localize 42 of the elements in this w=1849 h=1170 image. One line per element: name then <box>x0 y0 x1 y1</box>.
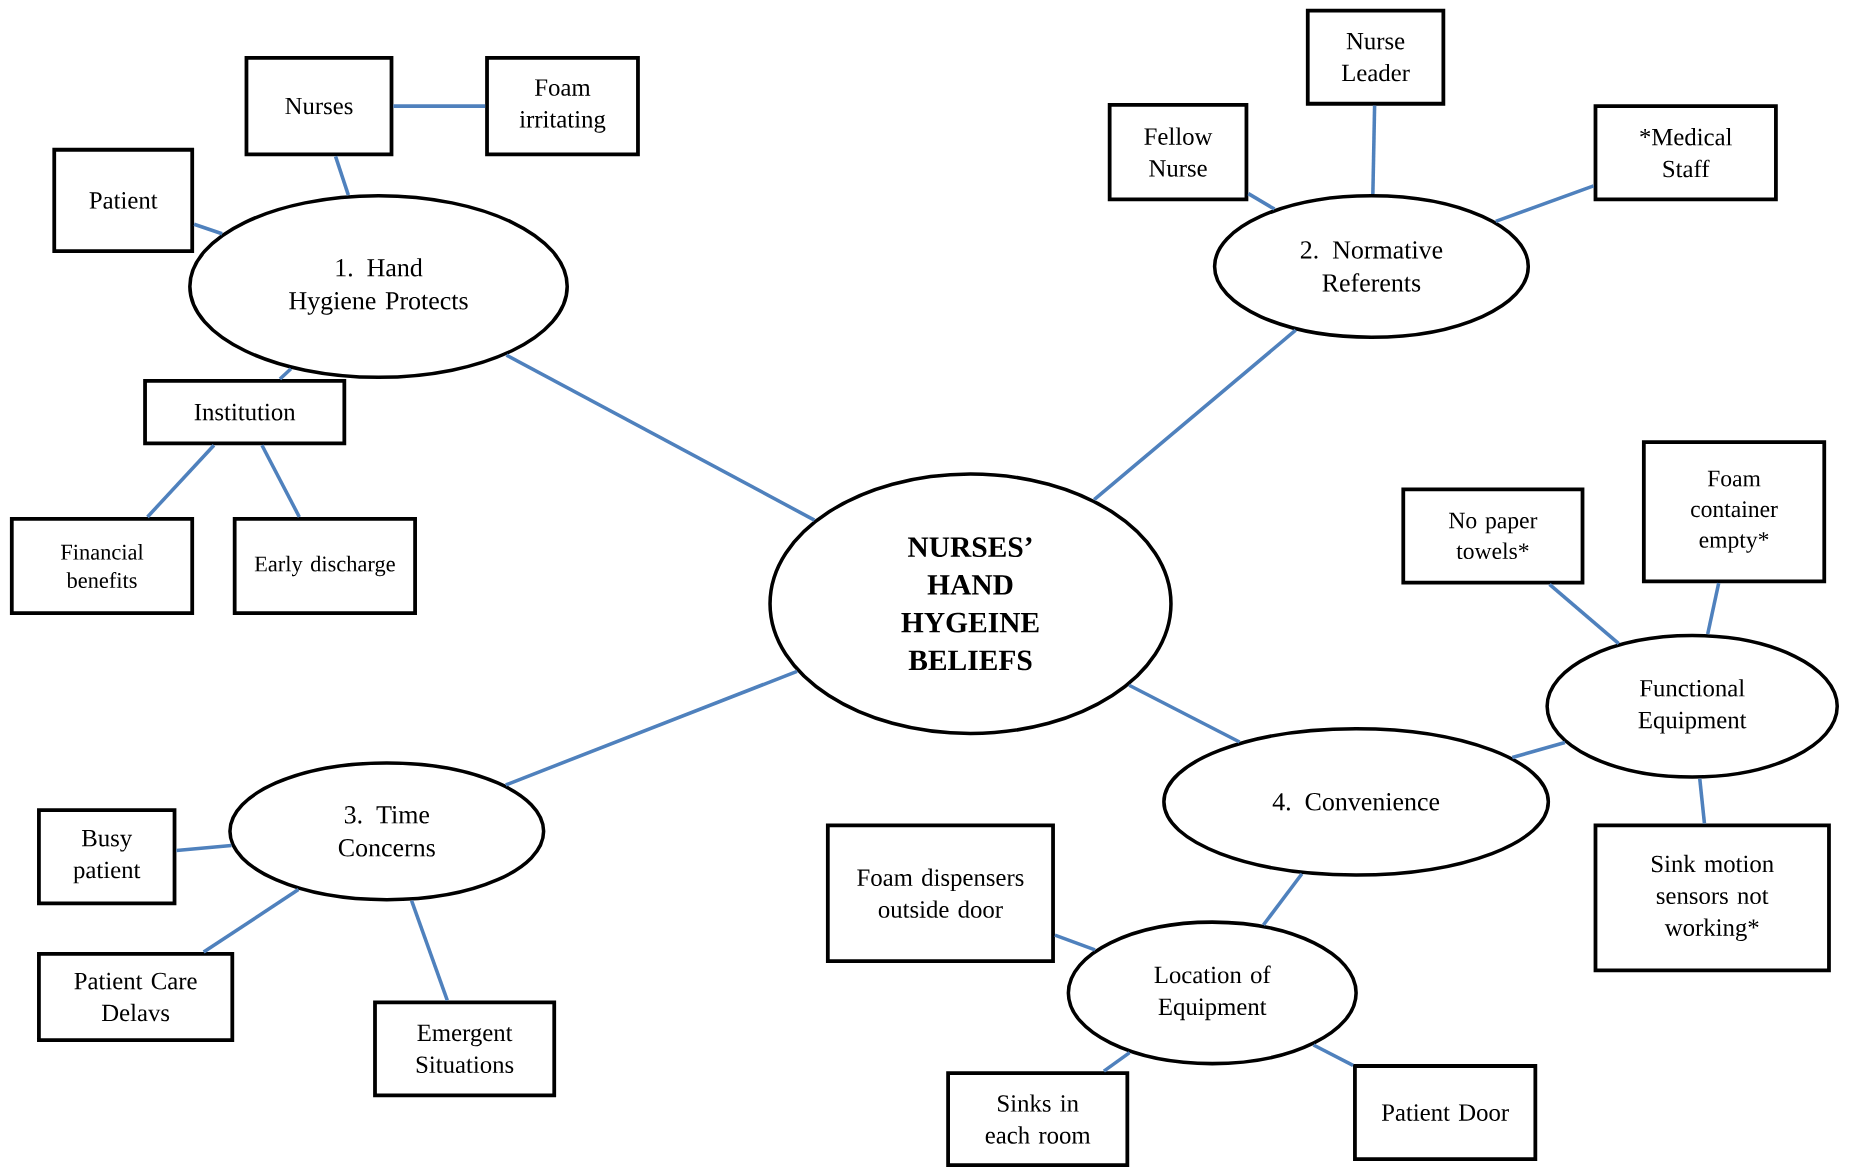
topic-box: No paper towels* <box>1401 487 1585 585</box>
connector-line <box>1128 683 1241 744</box>
connector-line <box>260 444 301 518</box>
connector-line <box>1261 872 1304 927</box>
topic-box: Fellow Nurse <box>1107 103 1249 202</box>
connector-line <box>1371 105 1377 195</box>
topic-box: Sink motion sensors not working* <box>1593 823 1831 973</box>
topic-box: Nurse Leader <box>1305 8 1446 106</box>
topic-box: Busy patient <box>37 808 177 906</box>
connector-line <box>146 444 216 519</box>
connector-line <box>505 353 816 522</box>
connector-line <box>1698 778 1707 824</box>
connector-line <box>1247 192 1276 211</box>
connector-line <box>278 367 293 381</box>
topic-box: Foam dispensers outside door <box>825 823 1055 964</box>
topic-box: Patient <box>52 147 195 254</box>
connector-line <box>1705 582 1721 635</box>
topic-box: Financial benefits <box>9 517 195 616</box>
topic-box: Emergent Situations <box>373 1000 557 1098</box>
connector-line <box>1102 1051 1131 1073</box>
connector-line <box>505 669 798 787</box>
topic-box: *Medical Staff <box>1593 104 1778 202</box>
connector-line <box>1548 583 1620 645</box>
connector-line <box>193 222 223 236</box>
connector-line <box>409 900 449 1002</box>
connector-line <box>1495 184 1595 224</box>
connector-line <box>1054 933 1096 952</box>
topic-box: Patient Care Delavs <box>37 952 235 1043</box>
topic-box: Foam container empty* <box>1641 440 1827 584</box>
topic-box: Patient Door <box>1353 1064 1538 1162</box>
connector-line <box>202 888 300 954</box>
topic-box: Foam irritating <box>485 56 640 157</box>
topic-box: Nurses <box>244 56 394 157</box>
topic-box: Institution <box>143 379 347 446</box>
connector-line <box>176 843 232 853</box>
connector-line <box>333 155 351 196</box>
topic-box: Sinks in each room <box>946 1071 1130 1168</box>
connector-line <box>1511 740 1566 760</box>
connector-line <box>1093 328 1297 502</box>
topic-box: Early discharge <box>232 517 417 616</box>
connector-line <box>1312 1043 1354 1068</box>
connector-line <box>393 104 486 108</box>
